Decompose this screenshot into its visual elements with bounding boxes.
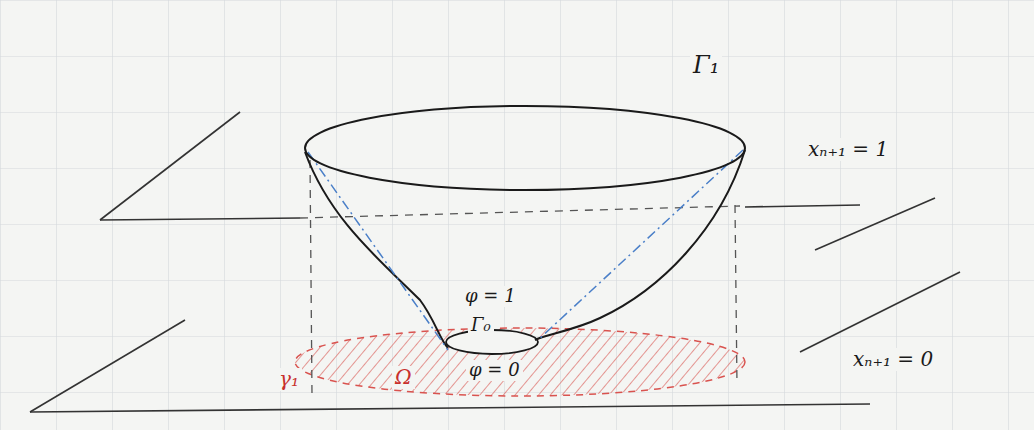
bowl-surface [305, 150, 745, 348]
dashed-cylinder [300, 160, 740, 395]
math-label: φ = 0 [466, 360, 523, 381]
upper-plane [100, 112, 935, 250]
region-omega [295, 328, 745, 396]
math-label: γ₁ [276, 368, 302, 391]
lower-plane [30, 272, 960, 412]
math-label: xₙ₊₁ = 1 [805, 138, 891, 161]
math-label: Γ₁ [690, 52, 722, 80]
outer-boundary [305, 106, 745, 190]
math-label: Ω [392, 366, 415, 389]
math-label: Γ₀ [468, 315, 494, 336]
math-label: xₙ₊₁ = 0 [850, 348, 936, 371]
math-label: φ = 1 [462, 286, 519, 307]
cone-lines [308, 150, 743, 350]
